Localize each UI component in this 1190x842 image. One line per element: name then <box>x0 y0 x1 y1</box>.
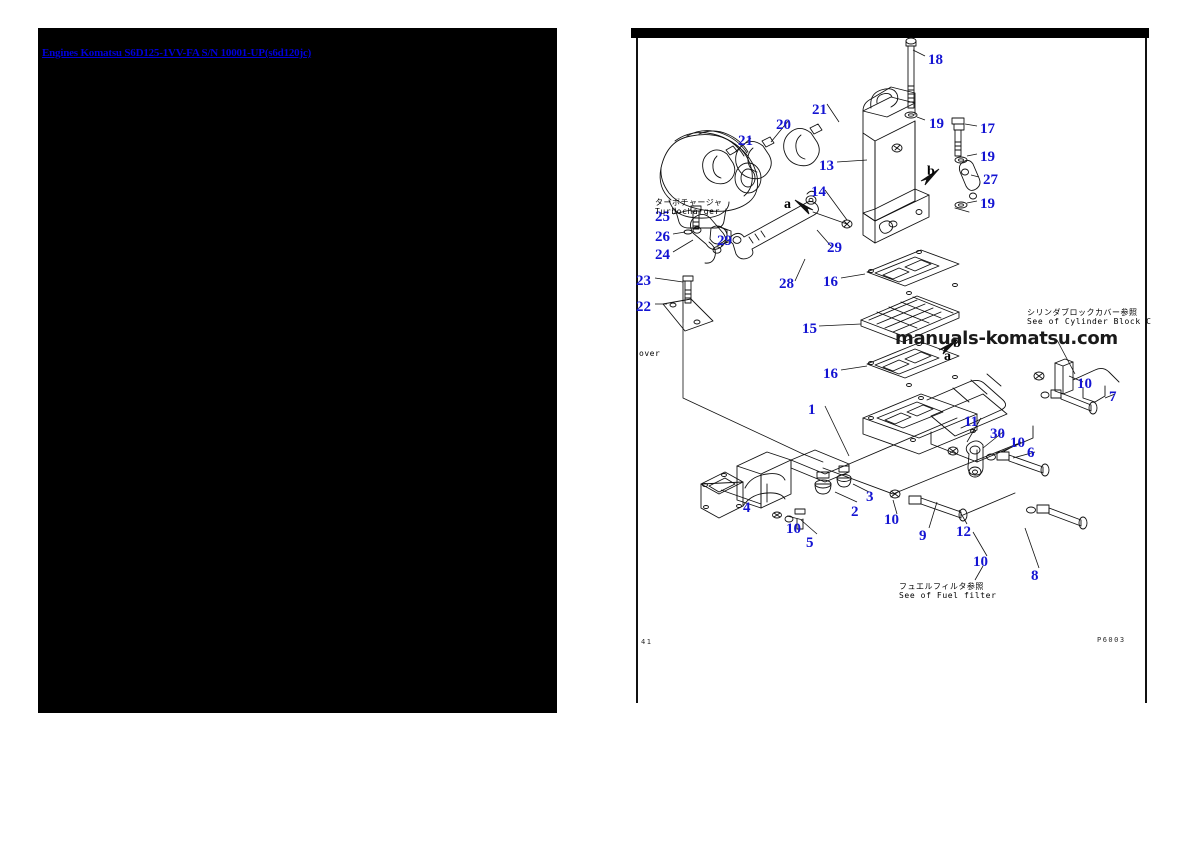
callout-number: 16 <box>823 274 838 290</box>
callout-number: 11 <box>964 414 979 430</box>
turbocharger-label-jp: ターボチャージャ <box>655 198 723 207</box>
callout-number: 7 <box>1109 389 1117 405</box>
callout-number: 12 <box>956 524 971 540</box>
reference-label-turbocharger: ターボチャージャ Turbocharger <box>655 198 722 216</box>
callout-number: 6 <box>1027 445 1035 461</box>
fuel-filter-label-jp: フュエルフィルタ参照 <box>899 582 984 591</box>
callout-number: 8 <box>1031 568 1039 584</box>
section-letter: a <box>784 197 791 212</box>
callout-number: 9 <box>919 528 927 544</box>
reference-label-cylinder-block-cover: シリンダブロックカバー参照 See of Cylinder Block C <box>1027 308 1152 326</box>
callout-number: 5 <box>806 535 814 551</box>
section-letter: b <box>927 164 935 179</box>
callout-number: 14 <box>811 184 826 200</box>
callout-number: 21 <box>738 133 753 149</box>
callout-number: 18 <box>928 52 943 68</box>
diagram-page-code: P6003 <box>1097 636 1126 644</box>
callout-number: 1 <box>808 402 816 418</box>
diagram-top-bar <box>631 28 1149 38</box>
callout-number: 21 <box>812 102 827 118</box>
callout-number: 27 <box>983 172 998 188</box>
site-watermark: manuals-komatsu.com <box>895 328 1118 349</box>
callout-number: 19 <box>980 196 995 212</box>
callout-number: 10 <box>1077 376 1092 392</box>
callout-number: 10 <box>973 554 988 570</box>
callout-number: 25 <box>655 209 670 225</box>
callout-number: 19 <box>980 149 995 165</box>
callout-number: 23 <box>636 273 651 289</box>
callout-number: 10 <box>884 512 899 528</box>
callout-number: 29 <box>717 233 732 249</box>
section-letter: a <box>944 349 951 364</box>
diagram-illustration <box>631 28 1149 711</box>
callout-number: 15 <box>802 321 817 337</box>
callout-number: 4 <box>743 500 751 516</box>
callout-number: 10 <box>1010 435 1025 451</box>
callout-number: 13 <box>819 158 834 174</box>
callout-number: 22 <box>636 299 651 315</box>
callout-number: 10 <box>786 521 801 537</box>
document-title-link[interactable]: Engines Komatsu S6D125-1VV-FA S/N 10001-… <box>42 47 312 59</box>
edge-label-over: over <box>639 349 661 358</box>
callout-number: 28 <box>779 276 794 292</box>
diagram-page-number: 41 <box>641 638 653 646</box>
callout-number: 26 <box>655 229 670 245</box>
callout-number: 30 <box>990 426 1005 442</box>
diagram-frame-border <box>636 38 1147 703</box>
cylinder-block-cover-label-en: See of Cylinder Block C <box>1027 317 1152 326</box>
turbocharger-label-en: Turbocharger <box>655 207 720 216</box>
callout-number: 24 <box>655 247 670 263</box>
fuel-filter-label-en: See of Fuel filter <box>899 591 997 600</box>
callout-number: 3 <box>866 489 874 505</box>
callout-number: 20 <box>776 117 791 133</box>
callout-number: 29 <box>827 240 842 256</box>
reference-label-fuel-filter: フュエルフィルタ参照 See of Fuel filter <box>899 582 997 600</box>
document-preview-pane: Engines Komatsu S6D125-1VV-FA S/N 10001-… <box>38 28 557 713</box>
section-letter: b <box>953 336 961 351</box>
callout-number: 16 <box>823 366 838 382</box>
callout-number: 2 <box>851 504 859 520</box>
callout-number: 17 <box>980 121 995 137</box>
callout-number: 19 <box>929 116 944 132</box>
cylinder-block-cover-label-jp: シリンダブロックカバー参照 <box>1027 308 1138 317</box>
